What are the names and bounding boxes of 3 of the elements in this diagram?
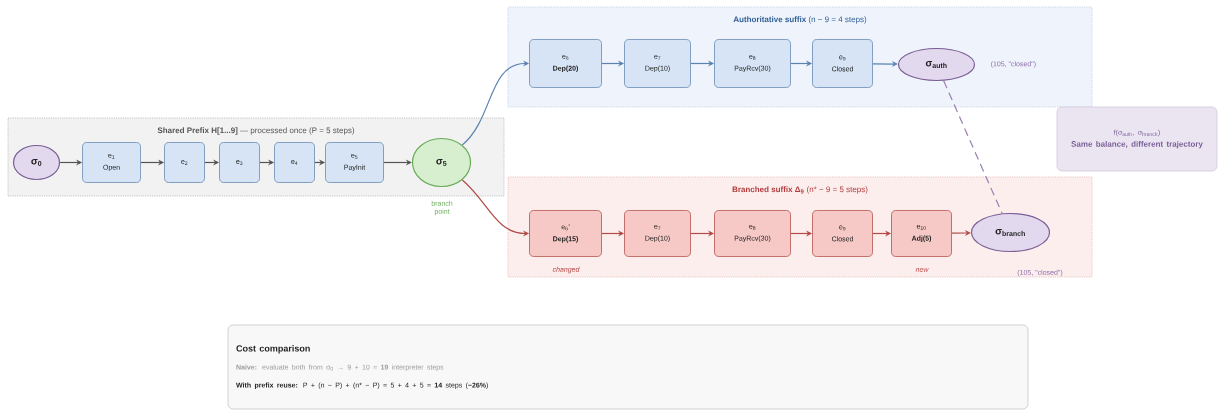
panel-title: Branched suffix Δ$_{9}$ (n* − 9 = 5 steps) [732, 186, 868, 194]
panel-title: Shared Prefix H[1...9] — processed once (P = 5 steps) [157, 127, 355, 135]
panel-title: Authoritative suffix (n − 9 = 4 steps) [733, 16, 867, 24]
